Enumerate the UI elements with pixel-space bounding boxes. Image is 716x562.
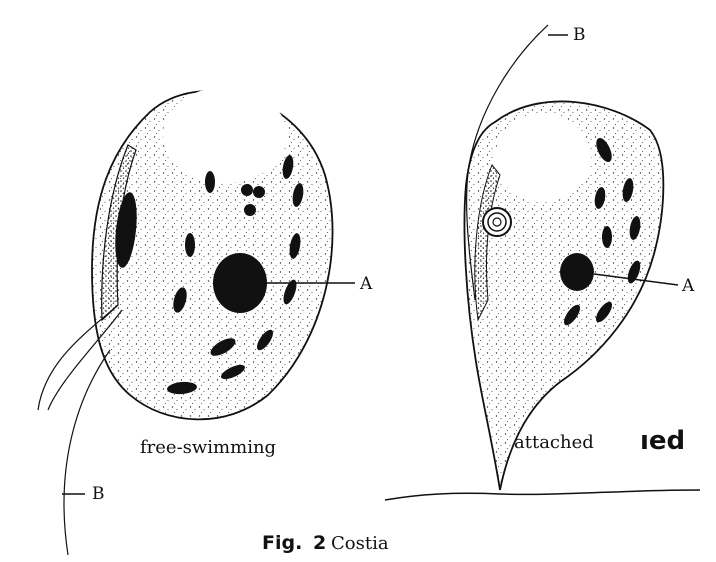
free-swimming-flagellum-3 [64, 350, 110, 555]
free-swimming-nucleus [213, 253, 267, 313]
attached-cytostome [483, 208, 511, 236]
free-swimming-label-a: A [359, 274, 373, 294]
figure-caption: Fig. 2 Costia [262, 532, 389, 554]
attached-clear-region [495, 114, 591, 202]
attached-cell: A B attached ıed [385, 25, 700, 500]
attached-substrate [385, 490, 700, 500]
attached-label-b: B [573, 25, 586, 45]
attached-stage-label: attached [514, 432, 594, 453]
attached-stage-label-overlay: ıed [640, 426, 685, 456]
attached-label-a: A [681, 276, 695, 296]
attached-nucleus [560, 253, 594, 291]
caption-name: Costia [331, 533, 389, 554]
caption-number: 2 [313, 532, 326, 554]
free-swimming-stage-label: free-swimming [140, 437, 276, 458]
caption-prefix: Fig. [262, 532, 302, 554]
free-swimming-label-b: B [92, 484, 105, 504]
free-swimming-cell: A B free-swimming [38, 87, 373, 555]
free-swimming-clear-region [163, 87, 287, 183]
